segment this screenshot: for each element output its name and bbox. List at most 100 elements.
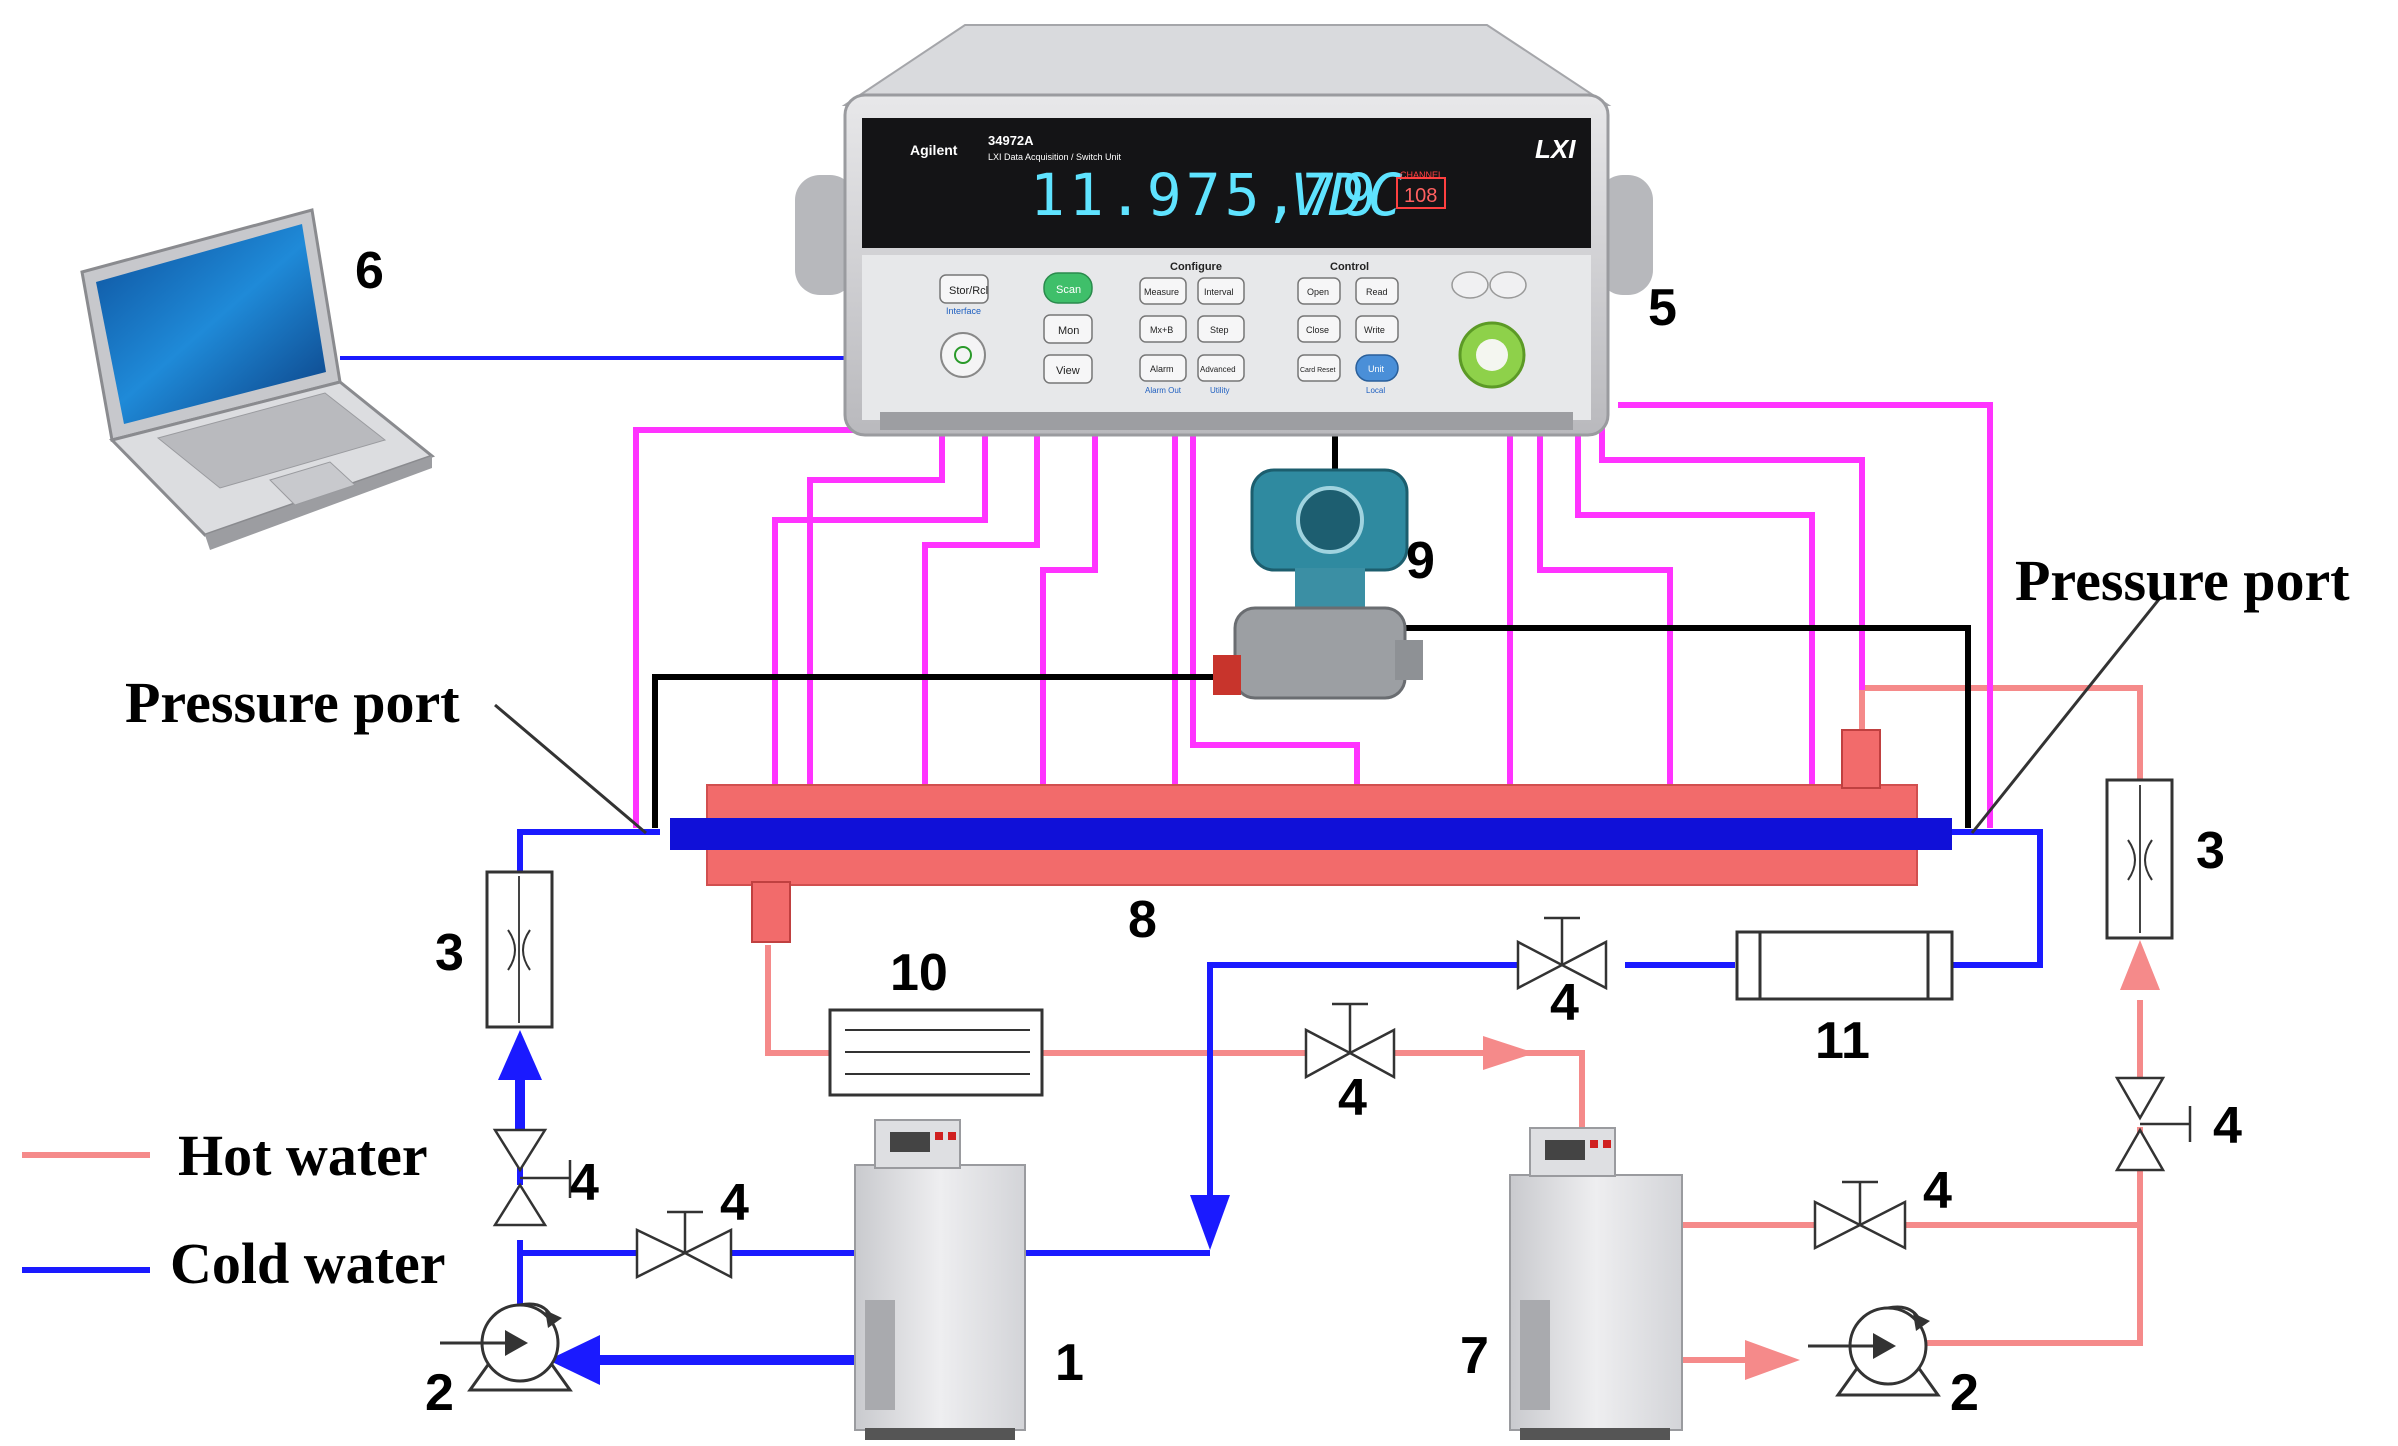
channel-caption: CHANNEL (1400, 170, 1443, 180)
hot-flow-arrow (2120, 940, 2160, 990)
pump-left (440, 1302, 573, 1392)
legend-cold-label: Cold water (170, 1231, 445, 1296)
lxi-logo: LXI (1535, 134, 1576, 164)
svg-text:Unit: Unit (1368, 364, 1385, 374)
label-3-right: 3 (2196, 822, 2225, 880)
legend-hot-label: Hot water (178, 1123, 428, 1188)
label-4-a: 4 (570, 1154, 599, 1212)
interval-button[interactable] (1197, 277, 1245, 305)
channel-number: 108 (1404, 185, 1437, 207)
pressure-port-pointer (494, 703, 647, 835)
valve-left-vertical (492, 1128, 572, 1227)
advanced-button[interactable] (1197, 354, 1245, 382)
close-button[interactable] (1297, 315, 1341, 343)
svg-text:Card Reset: Card Reset (1300, 367, 1335, 374)
measure-button[interactable] (1139, 277, 1187, 305)
valve-hot-right-vertical (2114, 1076, 2192, 1172)
cold-flow-arrow (498, 1030, 542, 1080)
label-6: 6 (355, 242, 384, 300)
cold-water-piping (517, 829, 2043, 1310)
transmitter-display (1296, 486, 1364, 554)
interface-label: Interface (946, 306, 981, 316)
stor-rcl-button[interactable] (939, 274, 989, 304)
scan-button[interactable] (1043, 272, 1093, 304)
data-acquisition-unit: Agilent 34972A LXI Data Acquisition / Sw… (795, 24, 1653, 437)
svg-text:Read: Read (1366, 287, 1388, 297)
label-8: 8 (1128, 891, 1157, 949)
mon-button[interactable] (1043, 314, 1093, 344)
svg-text:View: View (1056, 365, 1080, 377)
label-4-f: 4 (2213, 1097, 2242, 1155)
svg-text:Step: Step (1210, 325, 1229, 335)
flowmeter-left (485, 870, 554, 1029)
hot-water-bath (1509, 1127, 1683, 1440)
open-button[interactable] (1297, 277, 1341, 305)
label-1: 1 (1055, 1334, 1084, 1392)
utility-label: Utility (1210, 386, 1230, 395)
cold-flow-arrow (548, 1335, 600, 1385)
flowmeter-right (2105, 778, 2174, 940)
valve-hot-middle (1304, 1002, 1396, 1080)
label-7: 7 (1460, 1327, 1489, 1385)
unit-button[interactable] (1355, 354, 1399, 382)
svg-text:Close: Close (1306, 325, 1329, 335)
cold-water-bath (854, 1119, 1026, 1440)
instrument-display-panel (862, 118, 1591, 248)
laptop-screen (96, 224, 326, 424)
pump-right (1808, 1305, 1941, 1397)
heat-exchanger-10 (828, 1008, 1044, 1097)
svg-text:Advanced: Advanced (1200, 365, 1236, 374)
test-section (670, 729, 1952, 943)
hot-flow-arrow (1745, 1340, 1800, 1380)
instrument-brand: Agilent (910, 142, 958, 158)
view-button[interactable] (1043, 354, 1093, 384)
display-unit: VDC (1290, 161, 1407, 229)
legend: Hot water Cold water (22, 1123, 445, 1296)
write-button[interactable] (1355, 315, 1399, 343)
card-reset-button[interactable] (1297, 354, 1341, 382)
label-4-c: 4 (1338, 1069, 1367, 1127)
read-button[interactable] (1355, 277, 1399, 305)
label-4-e: 4 (1923, 1162, 1952, 1220)
svg-text:Mon: Mon (1058, 325, 1079, 337)
pressure-port-pointer (1970, 597, 2162, 834)
svg-text:Alarm: Alarm (1150, 364, 1174, 374)
label-2-left: 2 (425, 1364, 454, 1422)
power-icon (954, 346, 972, 364)
component-11 (1735, 930, 1954, 1001)
cold-flow-arrow (1190, 1195, 1230, 1250)
valve-left-horizontal (635, 1210, 733, 1280)
valve-hot-right-bottom (1813, 1180, 1907, 1251)
laptop-keyboard (156, 392, 387, 489)
local-label: Local (1366, 386, 1385, 395)
pressure-transmitter (1213, 468, 1423, 700)
valve-cold-middle (1516, 916, 1608, 991)
label-5: 5 (1648, 279, 1677, 337)
label-10: 10 (890, 944, 948, 1002)
step-button[interactable] (1197, 315, 1245, 343)
hot-flow-arrow (1483, 1036, 1535, 1070)
svg-text:Measure: Measure (1144, 287, 1179, 297)
laptop-trackpad (269, 461, 356, 506)
svg-text:Mx+B: Mx+B (1150, 325, 1173, 335)
label-11: 11 (1815, 1012, 1870, 1070)
pressure-port-left-label: Pressure port (125, 670, 460, 735)
svg-text:Scan: Scan (1056, 284, 1081, 296)
instrument-subtitle: LXI Data Acquisition / Switch Unit (988, 152, 1122, 162)
laptop (80, 208, 436, 550)
mxb-button[interactable] (1139, 315, 1187, 343)
left-arrow-key[interactable] (1451, 271, 1489, 299)
control-group-label: Control (1330, 261, 1369, 273)
svg-text:Open: Open (1307, 287, 1329, 297)
configure-group-label: Configure (1170, 261, 1222, 273)
alarm-button[interactable] (1139, 354, 1187, 382)
svg-text:Stor/Rcl: Stor/Rcl (949, 285, 988, 297)
right-arrow-key[interactable] (1489, 271, 1527, 299)
svg-text:Interval: Interval (1204, 287, 1234, 297)
thermocouple-wires (633, 400, 1993, 900)
instrument-model: 34972A (988, 133, 1034, 148)
power-button[interactable] (940, 332, 986, 378)
svg-text:Write: Write (1364, 325, 1385, 335)
label-2-right: 2 (1950, 1364, 1979, 1422)
